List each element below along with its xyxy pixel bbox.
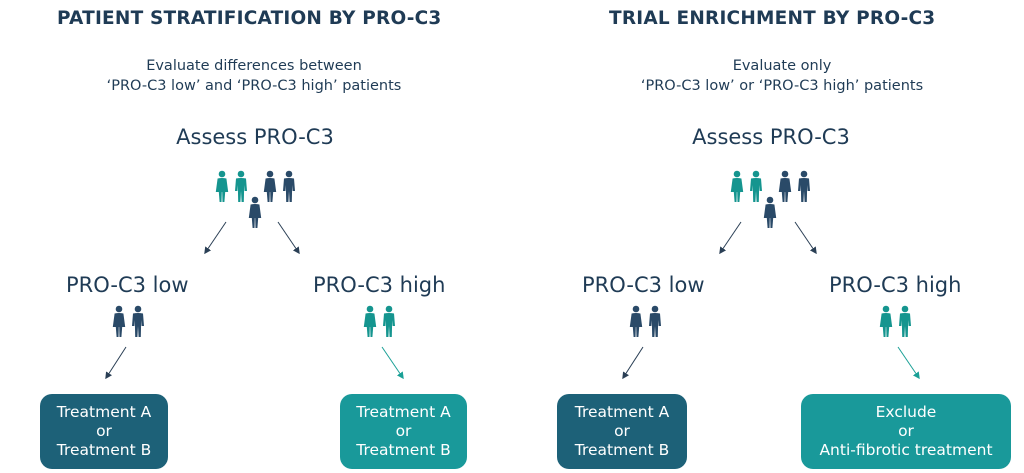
box-line-1: Treatment A <box>56 403 152 421</box>
person-icon <box>235 170 247 202</box>
box-line-2: or <box>614 422 630 440</box>
box-line-1: Treatment A <box>574 403 670 421</box>
high-group-people-icon <box>363 305 395 337</box>
person-icon <box>263 170 277 202</box>
arrow-icon <box>897 346 920 380</box>
low-treatment-box: Treatment A or Treatment B <box>557 394 687 469</box>
person-icon <box>778 170 792 202</box>
patient-stratification-panel: PATIENT STRATIFICATION BY PRO-C3 Evaluat… <box>40 8 467 469</box>
arrow-icon <box>719 221 742 255</box>
panel-subtitle: Evaluate differences between ‘PRO-C3 low… <box>48 56 460 96</box>
subtitle-line-1: Evaluate only <box>732 58 832 74</box>
person-icon <box>112 305 126 337</box>
assess-people-icon <box>215 170 295 228</box>
box-line-1: Treatment A <box>356 403 451 421</box>
person-icon <box>215 170 229 202</box>
arrow-icon <box>381 346 404 380</box>
low-group-people-icon <box>629 305 661 337</box>
assess-label: Assess PRO-C3 <box>692 125 850 149</box>
arrow-icon <box>622 346 644 380</box>
high-group-people-icon <box>879 305 911 337</box>
subtitle-line-1: Evaluate differences between <box>146 58 362 74</box>
high-group-label: PRO-C3 high <box>829 273 962 297</box>
arrow-icon <box>794 221 817 255</box>
panel-subtitle: Evaluate only ‘PRO-C3 low’ or ‘PRO-C3 hi… <box>592 56 972 96</box>
low-group-people-icon <box>112 305 144 337</box>
panel-title: PATIENT STRATIFICATION BY PRO-C3 <box>57 8 442 29</box>
low-group-label: PRO-C3 low <box>66 273 189 297</box>
low-group-label: PRO-C3 low <box>582 273 705 297</box>
subtitle-line-2: ‘PRO-C3 low’ and ‘PRO-C3 high’ patients <box>106 78 402 94</box>
box-line-3: Anti-fibrotic treatment <box>819 441 993 459</box>
box-line-1: Exclude <box>875 403 937 421</box>
subtitle-line-2: ‘PRO-C3 low’ or ‘PRO-C3 high’ patients <box>640 78 924 94</box>
person-icon <box>730 170 744 202</box>
assess-label: Assess PRO-C3 <box>176 125 334 149</box>
box-line-3: Treatment B <box>56 441 152 459</box>
high-group-label: PRO-C3 high <box>313 273 446 297</box>
person-icon <box>879 305 893 337</box>
panel-title: TRIAL ENRICHMENT BY PRO-C3 <box>609 8 936 29</box>
person-icon <box>750 170 762 202</box>
trial-enrichment-panel: TRIAL ENRICHMENT BY PRO-C3 Evaluate only… <box>512 0 1024 473</box>
high-treatment-box: Treatment A or Treatment B <box>340 394 467 469</box>
arrow-icon <box>204 221 227 255</box>
box-line-3: Treatment B <box>356 441 451 459</box>
person-icon <box>763 196 777 228</box>
assess-people-icon <box>730 170 810 228</box>
box-line-2: or <box>96 422 112 440</box>
person-icon <box>383 305 395 337</box>
box-line-2: or <box>898 422 914 440</box>
arrow-icon <box>277 221 300 255</box>
person-icon <box>649 305 661 337</box>
person-icon <box>132 305 144 337</box>
person-icon <box>283 170 295 202</box>
box-line-3: Treatment B <box>574 441 670 459</box>
person-icon <box>248 196 262 228</box>
person-icon <box>363 305 377 337</box>
arrow-icon <box>105 346 127 380</box>
person-icon <box>798 170 810 202</box>
person-icon <box>899 305 911 337</box>
box-line-2: or <box>395 422 412 440</box>
low-treatment-box: Treatment A or Treatment B <box>40 394 168 469</box>
high-treatment-box: Exclude or Anti-fibrotic treatment <box>801 394 1011 469</box>
person-icon <box>629 305 643 337</box>
